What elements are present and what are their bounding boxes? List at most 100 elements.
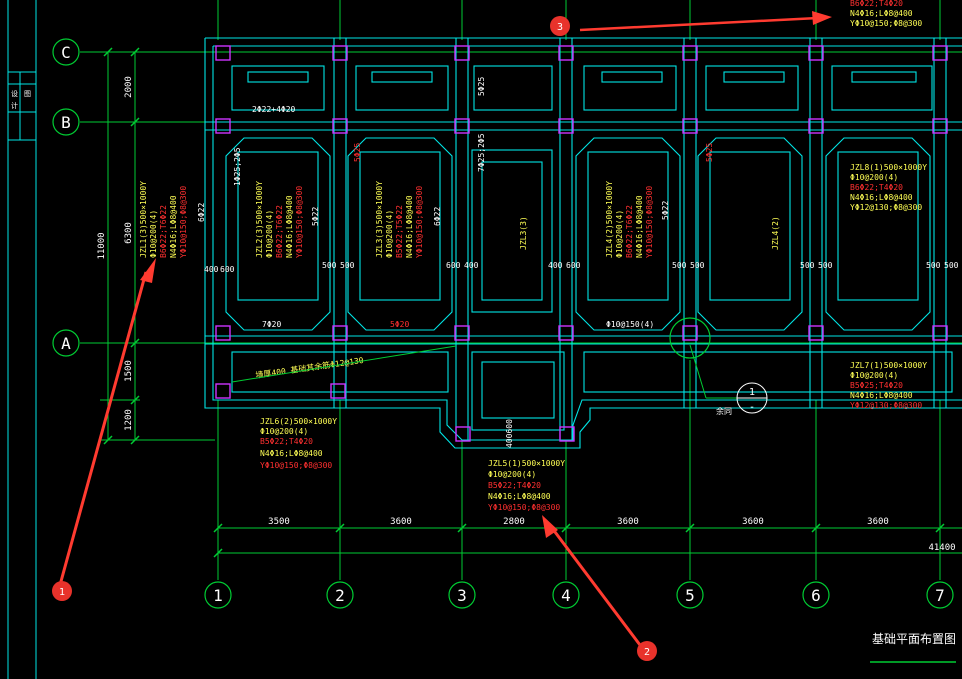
gap-label-3: 500 <box>322 261 337 270</box>
note-vertical-2: 7Φ25;2Φ5 <box>477 133 486 172</box>
note-vertical-5: 6Φ22 <box>433 207 442 226</box>
jzl4-line-4: N4Φ16;LΦ8@400 <box>635 195 644 258</box>
jzl3b-label: JZL3(3) <box>519 216 528 250</box>
note-a-row-1: 7Φ20 <box>262 320 281 329</box>
gap-label-8: 600 <box>566 261 581 270</box>
jzl4-line-5: YΦ10@150;Φ8@300 <box>645 186 654 258</box>
columns <box>215 45 948 442</box>
column-axis-bubbles: 1 2 3 4 5 6 7 <box>204 581 954 609</box>
note-vertical-3: 6Φ22 <box>197 203 206 222</box>
jzl7-line-3: B5Φ25;T4Φ20 <box>850 381 903 390</box>
gap-label-7: 400 <box>548 261 563 270</box>
gap-label-13: 500 <box>926 261 941 270</box>
jzl3-line-5: YΦ10@150;Φ8@300 <box>415 186 424 258</box>
jzl6-line-5: YΦ10@150;Φ8@300 <box>260 461 332 470</box>
note-diagonal: 墙厚400 基础其余筋Φ12@130 <box>255 355 364 380</box>
annotation-arrow-3 <box>579 11 832 32</box>
jzl6-line-3: B5Φ22;T4Φ20 <box>260 437 313 446</box>
axis-label-1: 1 <box>213 586 223 605</box>
jzl1-line-5: YΦ10@150;Φ8@300 <box>179 186 188 258</box>
gap-label-10: 500 <box>690 261 705 270</box>
dim-left-4: 1200 <box>124 409 134 431</box>
annotation-arrow-2 <box>542 515 642 646</box>
jzl-top-line-2: N4Φ16;LΦ8@400 <box>850 9 913 18</box>
beam-label-jzl2: JZL2(3)500×1000Y Φ10@200(4) B6Φ22;T6Φ22 … <box>255 181 304 258</box>
jzl8-line-1: JZL8(1)500×1000Y <box>850 163 927 172</box>
jzl5-line-1: JZL5(1)500×1000Y <box>488 459 565 468</box>
beam-label-jzl8: JZL8(1)500×1000Y Φ10@200(4) B6Φ22;T4Φ20 … <box>850 163 927 212</box>
gap-label-12: 500 <box>818 261 833 270</box>
gap-label-1: 400 <box>204 265 219 274</box>
section-sheet: - <box>749 402 755 413</box>
stamp-char-2: 计 <box>11 101 18 110</box>
jzl7-line-2: Φ10@200(4) <box>850 371 898 380</box>
axis-bubble-3: 3 <box>448 581 476 609</box>
annotation-marker-1: 1 <box>52 581 72 601</box>
jzl3-line-4: N4Φ16;LΦ8@400 <box>405 195 414 258</box>
note-a-row-3: Φ10@150(4) <box>606 320 654 329</box>
annotation-marker-2: 2 <box>637 641 657 661</box>
left-border <box>7 0 37 679</box>
dim-span-5-6: 3600 <box>742 517 764 527</box>
leader-diagonal <box>231 345 457 383</box>
note-vertical-6: 5Φ22 <box>661 201 670 220</box>
jzl8-line-3: B6Φ22;T4Φ20 <box>850 183 903 192</box>
axis-label-2: 2 <box>335 586 345 605</box>
stamp-char-3: 图 <box>24 90 31 98</box>
dim-total: 41400 <box>928 543 955 553</box>
gap-label-6: 400 <box>464 261 479 270</box>
drawing-title: 基础平面布置图 <box>872 632 956 646</box>
annotation-arrows <box>58 11 832 646</box>
dim-span-3-4: 2800 <box>503 517 525 527</box>
dim-left-3: 1500 <box>124 360 134 382</box>
beam-label-jzl1: JZL1(3)500×1000Y Φ10@200(4) B6Φ22;T6Φ22 … <box>139 181 188 258</box>
axis-label-B: B <box>61 113 71 132</box>
jzl4b-label: JZL4(2) <box>771 216 780 250</box>
axis-label-7: 7 <box>935 586 945 605</box>
jzl8-line-5: YΦ12@130;Φ8@300 <box>850 203 922 212</box>
axis-bubble-2: 2 <box>326 581 354 609</box>
axis-label-5: 5 <box>685 586 695 605</box>
gap-label-2: 600 <box>220 265 235 274</box>
axis-label-C: C <box>61 43 71 62</box>
foundation-walls <box>204 37 962 449</box>
beam-label-jzl-top: B6Φ22;T4Φ20 N4Φ16;LΦ8@400 YΦ10@150;Φ8@30… <box>850 0 922 28</box>
marker-3-label: 3 <box>557 22 563 33</box>
axis-label-6: 6 <box>811 586 821 605</box>
dim-span-2-3: 3600 <box>390 517 412 527</box>
note-red-v2: 5Φ25 <box>705 143 714 162</box>
jzl2-line-2: Φ10@200(4) <box>265 210 274 258</box>
jzl7-line-5: YΦ12@130;Φ8@300 <box>850 401 922 410</box>
axis-bubble-6: 6 <box>802 581 830 609</box>
jzl3-line-3: B5Φ22;T5Φ22 <box>395 205 404 258</box>
dim-span-6-7: 3600 <box>867 517 889 527</box>
jzl1-line-4: N4Φ16;LΦ8@400 <box>169 195 178 258</box>
dimension-ticks <box>103 47 945 558</box>
jzl5-line-2: Φ10@200(4) <box>488 470 536 479</box>
jzl5-line-3: B5Φ22;T4Φ20 <box>488 481 541 490</box>
annotation-markers: 1 2 3 <box>52 16 657 661</box>
jzl6-line-2: Φ10@200(4) <box>260 427 308 436</box>
jzl6-line-1: JZL6(2)500×1000Y <box>260 417 337 426</box>
dim-span-4-5: 3600 <box>617 517 639 527</box>
gap-label-11: 500 <box>800 261 815 270</box>
note-vertical-4: 5Φ22 <box>311 207 320 226</box>
jzl2-line-5: YΦ10@150;Φ8@300 <box>295 186 304 258</box>
axis-bubble-5: 5 <box>676 581 704 609</box>
note-c-row-5: 5Φ25 <box>477 77 486 96</box>
jzl2-line-3: B6Φ22;T6Φ22 <box>275 205 284 258</box>
jzl8-line-4: N4Φ16;LΦ8@400 <box>850 193 913 202</box>
gap-label-14: 500 <box>944 261 959 270</box>
marker-1-label: 1 <box>59 587 65 598</box>
dim-left-2: 6300 <box>124 222 134 244</box>
axis-label-4: 4 <box>561 586 571 605</box>
jzl2-line-4: N4Φ16;LΦ8@400 <box>285 195 294 258</box>
jzl4-line-1: JZL4(2)500×1000Y <box>605 181 614 258</box>
section-number: 1 <box>749 387 755 398</box>
jzl1-line-3: B6Φ22;T6Φ22 <box>159 205 168 258</box>
axis-bubble-4: 4 <box>552 581 580 609</box>
beam-label-jzl4: JZL4(2)500×1000Y Φ10@200(4) B6Φ22;T6Φ22 … <box>605 181 654 258</box>
left-dimensions: 2000 6300 1500 1200 11000 <box>97 76 134 431</box>
gap-label-5: 600 <box>446 261 461 270</box>
